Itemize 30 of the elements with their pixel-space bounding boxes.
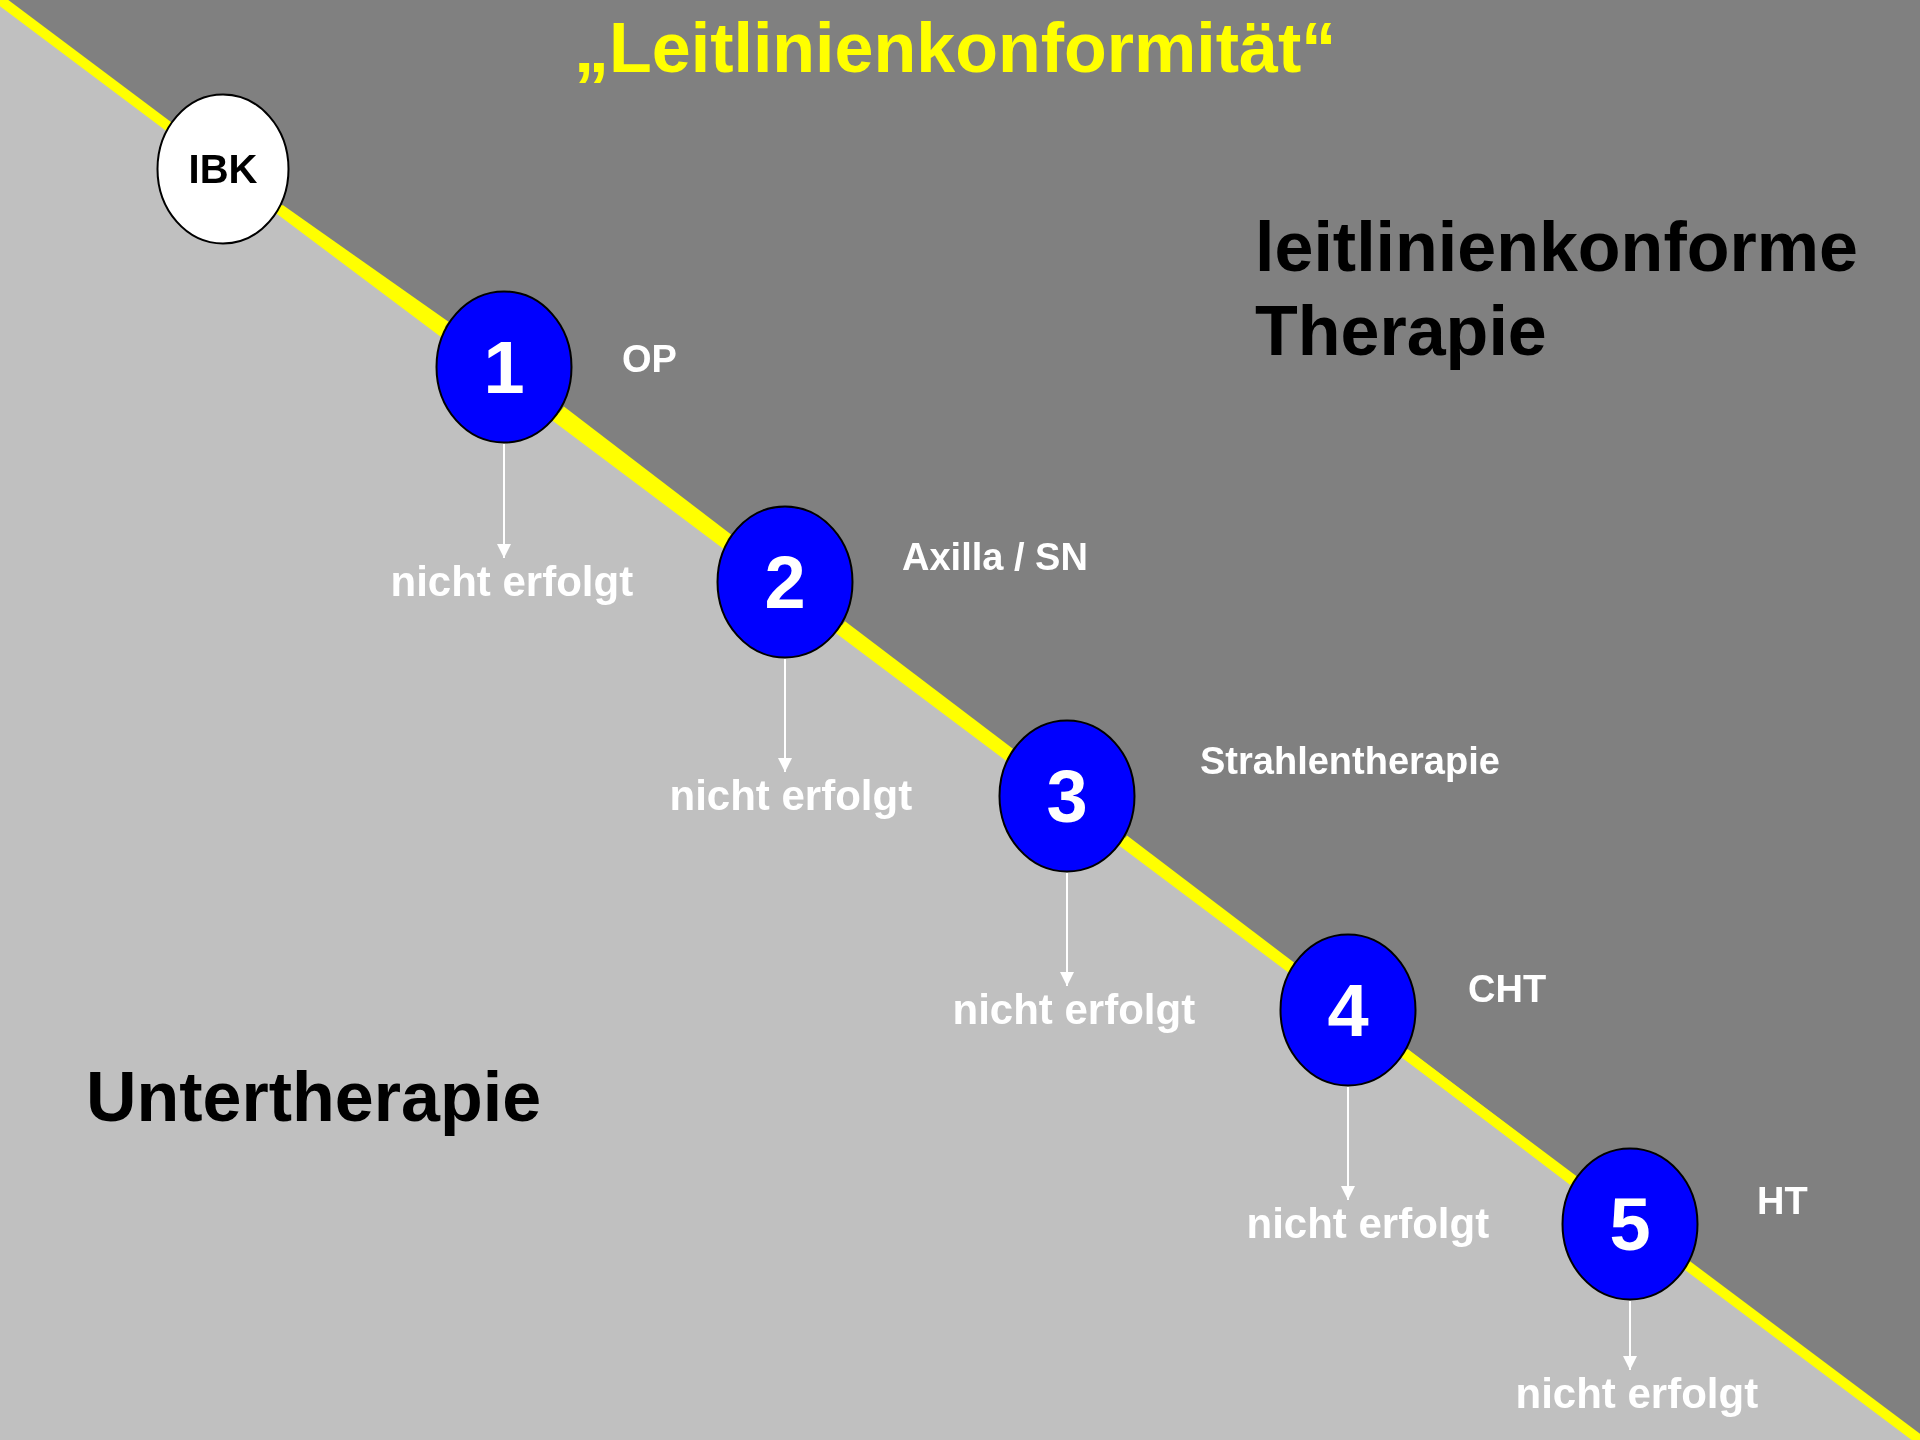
step-label: Axilla / SN [902,536,1088,579]
arrow [1341,1086,1355,1201]
step-number: 2 [764,539,806,625]
region-label: leitlinienkonforme Therapie [1255,207,1859,372]
step-number: 5 [1609,1181,1651,1267]
arrow [497,443,511,559]
step-label: OP [622,338,677,381]
step-ellipse [1279,933,1417,1087]
step-ellipse [716,505,854,659]
region-label: Untertherapie [86,1057,542,1138]
start-label: IBK [188,146,258,192]
outcome-text: nicht erfolgt [669,772,913,820]
title: „Leitlinienkonformität“ [574,8,1337,88]
step-label: HT [1757,1180,1808,1223]
arrow [778,658,792,773]
start-ellipse [156,93,290,245]
outcome-text: nicht erfolgt [952,986,1196,1034]
step-number: 1 [483,324,525,410]
arrow [1623,1300,1637,1371]
step-label: CHT [1468,968,1547,1011]
step-ellipse [1561,1147,1699,1301]
outcome-text: nicht erfolgt [390,558,634,606]
step-label: Strahlentherapie [1200,740,1500,783]
step-number: 3 [1046,753,1088,839]
step-ellipse [998,719,1136,873]
outcome-text: nicht erfolgt [1515,1370,1759,1418]
outcome-text: nicht erfolgt [1246,1200,1490,1248]
arrow [1060,872,1074,987]
step-ellipse [435,290,573,444]
step-number: 4 [1327,967,1369,1053]
